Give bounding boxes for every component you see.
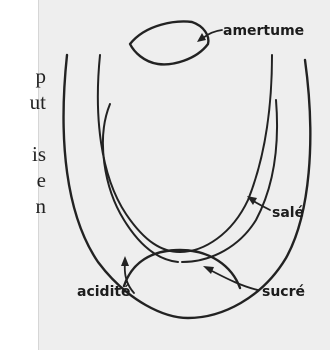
tongue-outline (64, 55, 311, 318)
label-amertume: amertume (223, 23, 304, 39)
label-acidite: acidité (77, 284, 131, 300)
sweet-tip-zone (124, 250, 240, 288)
sucre-pointer (210, 270, 258, 290)
bitter-zone-lens (130, 22, 208, 65)
edge-zone-left (103, 104, 178, 262)
inner-boundary-right (180, 55, 272, 252)
label-sale: salé (272, 205, 304, 221)
label-sucre: sucré (262, 284, 305, 300)
inner-boundary-left (98, 55, 180, 252)
edge-zone-right (182, 100, 277, 262)
